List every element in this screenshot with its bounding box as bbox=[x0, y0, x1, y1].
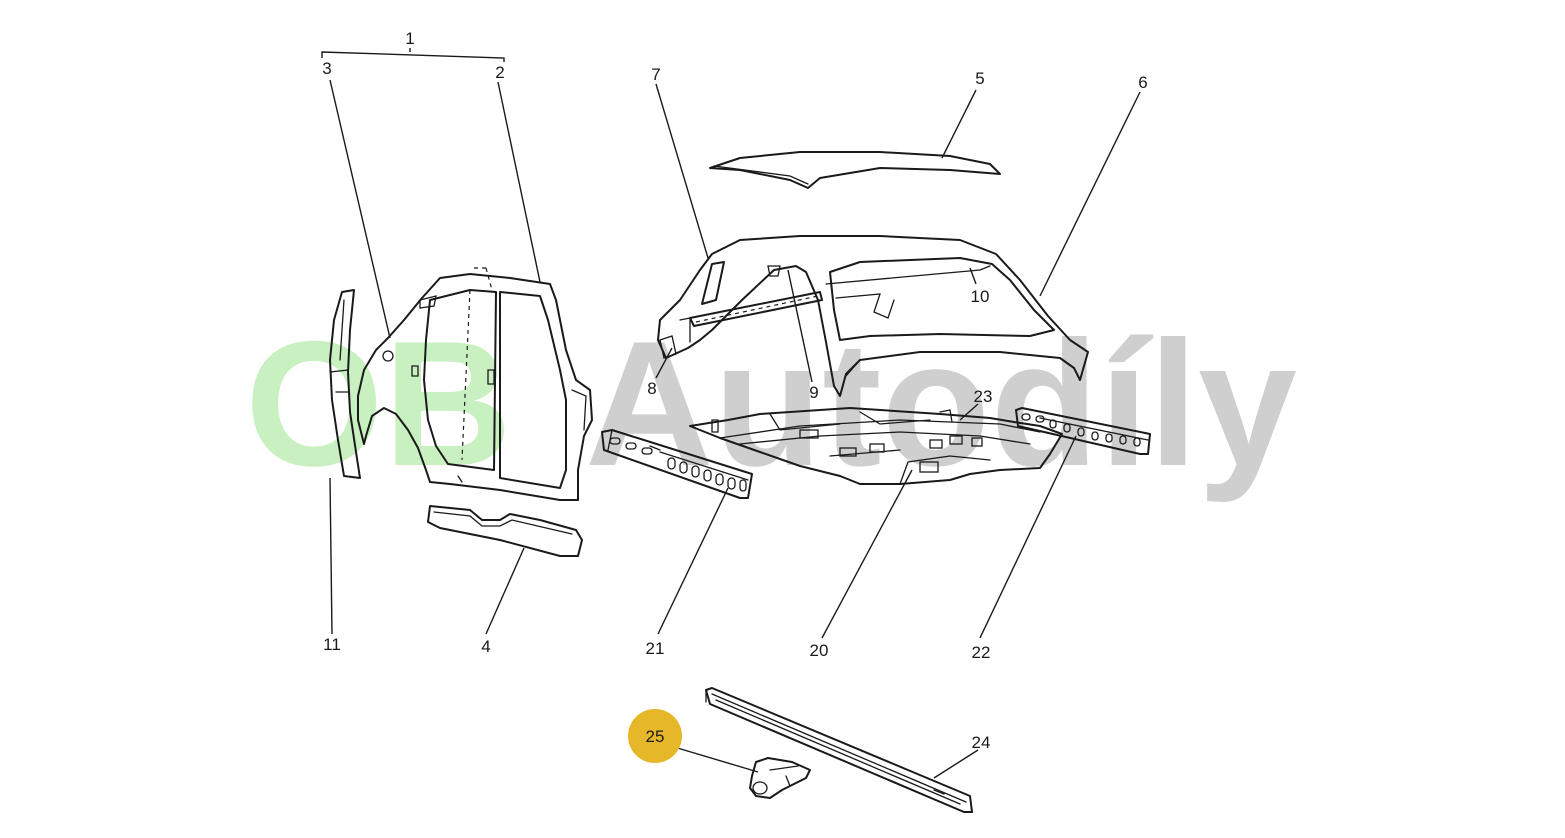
callout-23[interactable]: 23 bbox=[974, 387, 993, 406]
callout-6[interactable]: 6 bbox=[1138, 73, 1147, 92]
leader-lines bbox=[321, 48, 1141, 779]
callout-3[interactable]: 3 bbox=[322, 59, 331, 78]
callout-8[interactable]: 8 bbox=[647, 379, 656, 398]
part-4-sill[interactable] bbox=[427, 505, 583, 557]
callout-24[interactable]: 24 bbox=[972, 733, 991, 752]
part-1-side-panel[interactable] bbox=[357, 267, 593, 501]
watermark-prefix: OB bbox=[245, 304, 512, 503]
part-25-bracket[interactable] bbox=[749, 757, 811, 799]
part-5-roof-panel[interactable] bbox=[709, 151, 1001, 189]
callout-4[interactable]: 4 bbox=[481, 637, 490, 656]
part-20-floor-pan[interactable] bbox=[689, 407, 1063, 485]
callout-20[interactable]: 20 bbox=[810, 641, 829, 660]
watermark: OB Autodíly bbox=[245, 304, 1297, 503]
callout-labels: 1 2 3 4 5 6 7 8 9 10 11 20 21 22 23 24 2… bbox=[322, 29, 1147, 752]
callout-11[interactable]: 11 bbox=[323, 635, 341, 654]
callout-25[interactable]: 25 bbox=[646, 727, 665, 746]
part-24-rail[interactable] bbox=[705, 687, 973, 813]
callout-9[interactable]: 9 bbox=[809, 383, 818, 402]
callout-10[interactable]: 10 bbox=[971, 287, 990, 306]
part-11-pillar[interactable] bbox=[329, 289, 361, 479]
rocker-left-holes bbox=[609, 437, 747, 492]
callout-22[interactable]: 22 bbox=[972, 643, 991, 662]
part-22-rocker-right[interactable] bbox=[1015, 407, 1151, 455]
callout-7[interactable]: 7 bbox=[651, 65, 660, 84]
floor-pan-holes bbox=[799, 429, 983, 473]
part-6-roof-frame[interactable] bbox=[657, 235, 1089, 397]
part-25-highlight[interactable] bbox=[628, 709, 682, 763]
callout-1[interactable]: 1 bbox=[405, 29, 414, 48]
callout-21[interactable]: 21 bbox=[646, 639, 665, 658]
callout-5[interactable]: 5 bbox=[975, 69, 984, 88]
callout-2[interactable]: 2 bbox=[495, 63, 504, 82]
rocker-right-holes bbox=[1021, 413, 1141, 447]
part-21-rocker-left[interactable] bbox=[601, 429, 753, 499]
